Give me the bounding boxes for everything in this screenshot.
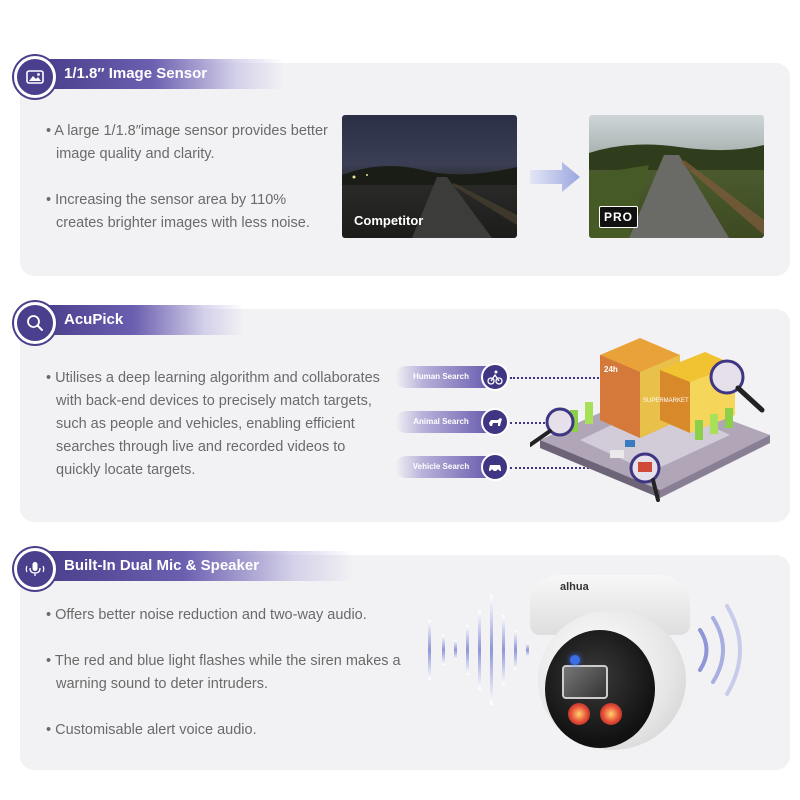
24h-sign: 24h xyxy=(604,365,618,374)
speaker-waves-icon xyxy=(698,604,742,696)
supermarket-sign: SUPERMARKET xyxy=(643,398,689,404)
bullet-text: • The red and blue light flashes while t… xyxy=(46,653,401,692)
connector-line xyxy=(510,467,625,469)
animal-icon xyxy=(481,408,509,436)
bullet-text: • Offers better noise reduction and two-… xyxy=(46,607,367,623)
dual-mic-header: Built-In Dual Mic & Speaker xyxy=(14,548,354,590)
bullet-text: • Customisable alert voice audio. xyxy=(46,722,257,738)
header-bar xyxy=(44,59,284,89)
section-title: 1/1.8″ Image Sensor xyxy=(64,65,208,82)
road-scene-dark xyxy=(342,166,517,238)
arrow-right-icon xyxy=(530,162,580,192)
header-bar xyxy=(44,305,244,335)
connector-line xyxy=(510,422,545,424)
image-sensor-bullets: • A large 1/1.8″image sensor provides be… xyxy=(46,120,336,258)
vehicle-search-tag: Vehicle Search xyxy=(395,456,487,478)
bullet-text: • Increasing the sensor area by 110% cre… xyxy=(46,192,310,231)
animal-search-tag: Animal Search xyxy=(395,411,487,433)
microphone-icon xyxy=(14,548,56,590)
vehicle-icon xyxy=(481,453,509,481)
section-title: Built-In Dual Mic & Speaker xyxy=(64,557,260,574)
human-search-tag: Human Search xyxy=(395,366,487,388)
acupick-header: AcuPick xyxy=(14,302,314,344)
magnifier-icon xyxy=(14,302,56,344)
bullet-text: • A large 1/1.8″image sensor provides be… xyxy=(46,123,328,162)
sound-wave-icon xyxy=(428,595,529,705)
image-icon xyxy=(14,56,56,98)
acupick-bullets: • Utilises a deep learning algorithm and… xyxy=(46,367,381,505)
dual-mic-bullets: • Offers better noise reduction and two-… xyxy=(46,604,406,765)
image-sensor-header: 1/1.8″ Image Sensor xyxy=(14,56,314,98)
competitor-label: Competitor xyxy=(354,213,424,228)
pro-badge-text: PRO xyxy=(604,210,634,224)
camera-brand: alhua xyxy=(560,581,589,593)
city-scene-illustration: SUPERMARKET 24h xyxy=(530,338,770,502)
pro-photo: PRO xyxy=(589,115,764,238)
pro-badge: PRO xyxy=(599,206,639,228)
section-title: AcuPick xyxy=(64,311,124,328)
competitor-photo: Competitor xyxy=(342,115,517,238)
person-bike-icon xyxy=(481,363,509,391)
bullet-text: • Utilises a deep learning algorithm and… xyxy=(46,370,380,478)
dome-camera-image: alhua xyxy=(530,575,690,750)
header-bar xyxy=(44,551,354,581)
